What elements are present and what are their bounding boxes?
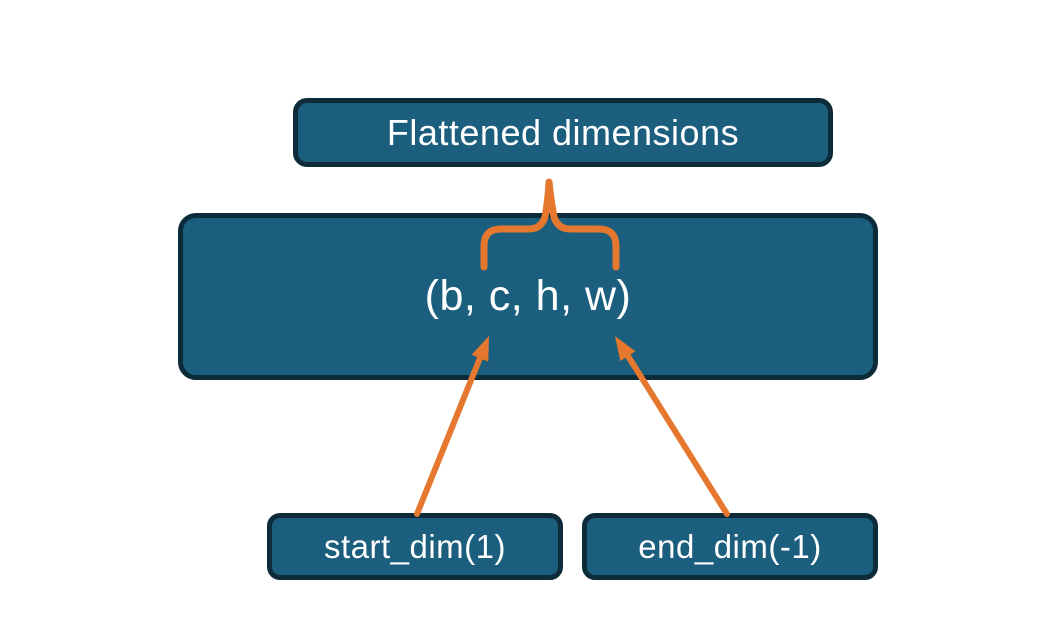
start-dim-arrow-shaft [414, 355, 483, 517]
start-dim-box: start_dim(1) [267, 513, 563, 580]
flattened-dimensions-label: Flattened dimensions [386, 111, 740, 153]
tensor-shape-label: (b, c, h, w) [424, 272, 632, 320]
start-dim-label: start_dim(1) [323, 528, 507, 565]
tensor-shape-box: (b, c, h, w) [178, 213, 878, 380]
end-dim-box: end_dim(-1) [582, 513, 878, 580]
flattened-dimensions-box: Flattened dimensions [293, 98, 833, 167]
end-dim-label: end_dim(-1) [638, 528, 822, 565]
